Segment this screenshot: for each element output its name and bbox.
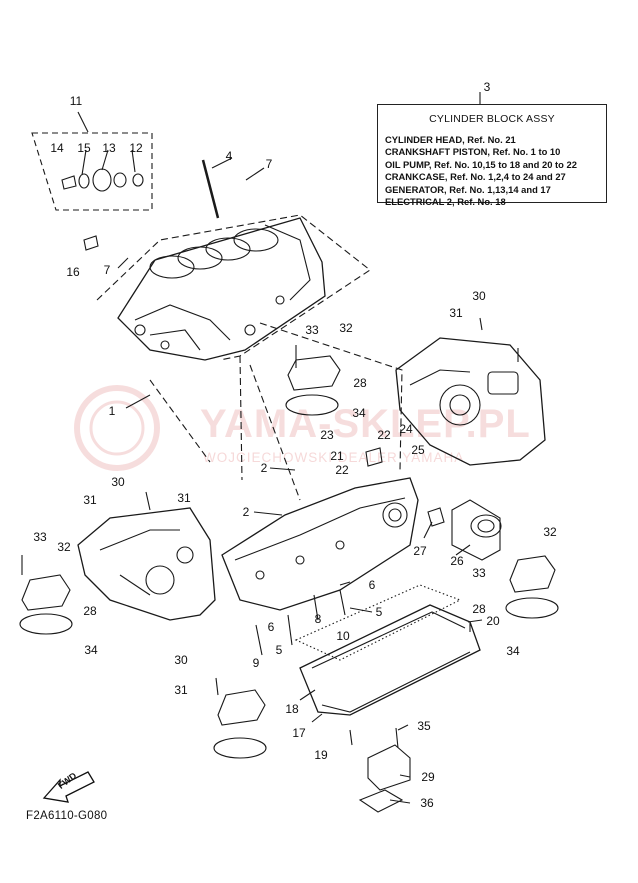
crankcase-lower	[221, 477, 419, 611]
callout-label: 21	[330, 449, 344, 463]
callout-label: 7	[103, 263, 111, 277]
callout-label: 31	[83, 493, 97, 507]
cylinder-block-assy-box: CYLINDER BLOCK ASSY CYLINDER HEAD, Ref. …	[377, 104, 607, 207]
engine-mount-rear	[285, 355, 341, 416]
callout-label: 27	[413, 544, 427, 558]
callout-label: 9	[252, 656, 260, 670]
callout-label: 35	[417, 719, 431, 733]
callout-label: 18	[285, 702, 299, 716]
info-line: CRANKCASE, Ref. No. 1,2,4 to 24 and 27	[385, 171, 566, 183]
callout-label: 26	[450, 554, 464, 568]
callout-label: 34	[506, 644, 520, 658]
callout-label: 3	[483, 80, 491, 94]
gasket-18	[294, 584, 462, 661]
callout-label: 33	[472, 566, 486, 580]
engine-mount-right	[505, 555, 559, 619]
info-line: OIL PUMP, Ref. No. 10,15 to 18 and 20 to…	[385, 158, 577, 170]
callout-label: 22	[377, 428, 391, 442]
cylinder-block	[117, 217, 326, 361]
callout-label: 28	[353, 376, 367, 390]
callout-label: 19	[314, 748, 328, 762]
callout-label: 33	[305, 323, 319, 337]
fwd-arrow-icon	[42, 771, 95, 803]
callout-label: 6	[368, 578, 376, 592]
callout-label: 10	[336, 629, 350, 643]
callout-label: 1	[108, 404, 116, 418]
oil-filter	[451, 499, 502, 561]
info-box-title: CYLINDER BLOCK ASSY	[429, 113, 555, 125]
diagram-code: F2A6110-G080	[26, 810, 108, 822]
info-line: CYLINDER HEAD, Ref. No. 21	[385, 134, 516, 145]
callout-label: 2	[260, 461, 268, 475]
watermark-subtitle: WOJCIECHOWSKI DEALER YAMAHA	[203, 450, 465, 465]
callout-label: 22	[335, 463, 349, 477]
callout-label: 28	[472, 602, 486, 616]
callout-label: 34	[84, 643, 98, 657]
oil-pan	[299, 604, 481, 716]
callout-label: 32	[339, 321, 353, 335]
callout-label: 23	[320, 428, 334, 442]
callout-label: 30	[174, 653, 188, 667]
callout-label: 5	[375, 605, 383, 619]
callout-label: 16	[66, 265, 80, 279]
callout-label: 28	[83, 604, 97, 618]
callout-label: 32	[57, 540, 71, 554]
group-box-11	[31, 132, 153, 211]
callout-label: 5	[275, 643, 283, 657]
callout-label: 29	[421, 770, 435, 784]
callout-label: 13	[102, 141, 116, 155]
block-outline	[96, 214, 371, 361]
callout-label: 31	[177, 491, 191, 505]
left-crankcase-cover	[77, 507, 216, 621]
callout-label: 2	[242, 505, 250, 519]
info-line: GENERATOR, Ref. No. 1,13,14 and 17	[385, 183, 551, 195]
callout-label: 20	[486, 614, 500, 628]
callout-label: 30	[472, 289, 486, 303]
callout-label: 34	[352, 406, 366, 420]
callout-label: 24	[399, 422, 413, 436]
callout-label: 36	[420, 796, 434, 810]
engine-mount-front	[213, 689, 267, 759]
callout-label: 14	[50, 141, 64, 155]
callout-label: 31	[174, 683, 188, 697]
callout-label: 4	[225, 149, 233, 163]
info-line: ELECTRICAL 2, Ref. No. 18	[385, 196, 506, 208]
callout-label: 11	[69, 94, 83, 108]
callout-label: 8	[314, 612, 322, 626]
callout-label: 33	[33, 530, 47, 544]
generator-cover	[395, 337, 546, 466]
info-line: CRANKSHAFT PISTON, Ref. No. 1 to 10	[385, 146, 561, 158]
callout-label: 32	[543, 525, 557, 539]
callout-label: 30	[111, 475, 125, 489]
engine-mount-left	[19, 574, 73, 635]
callout-label: 17	[292, 726, 306, 740]
callout-label: 12	[129, 141, 143, 155]
callout-label: 25	[411, 443, 425, 457]
callout-label: 7	[265, 157, 273, 171]
watermark-brand: YAMA-SKLEP.PL	[200, 402, 531, 446]
callout-label: 15	[77, 141, 91, 155]
callout-label: 31	[449, 306, 463, 320]
callout-label: 6	[267, 620, 275, 634]
watermark-logo-icon	[74, 385, 160, 471]
